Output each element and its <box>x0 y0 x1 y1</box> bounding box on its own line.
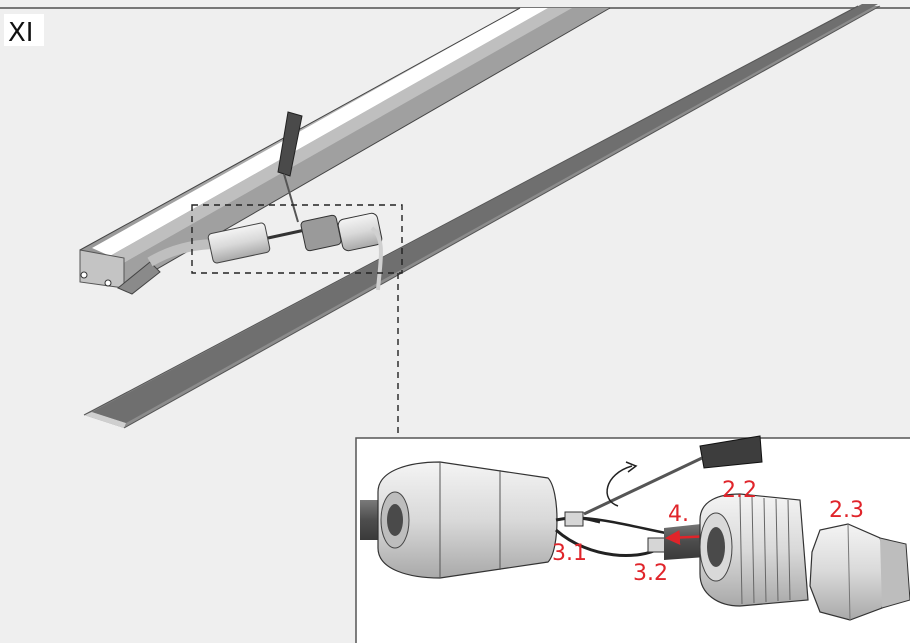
section-label-bg <box>4 14 44 46</box>
step-label-3-1: 3.1 <box>552 541 587 566</box>
terminal-3-2 <box>647 537 667 553</box>
flat-profile <box>83 4 881 429</box>
section-label: XI <box>8 18 33 48</box>
screwdriver-icon <box>277 111 303 223</box>
step-label-3-2: 3.2 <box>633 561 668 586</box>
screw-icon <box>104 279 112 287</box>
step-label-2-2: 2.2 <box>722 478 757 503</box>
step-label-2-3: 2.3 <box>829 498 864 523</box>
profile-connector <box>147 212 383 291</box>
screw-icon <box>80 271 88 279</box>
zoom-frame <box>191 204 403 274</box>
threaded-insert <box>699 493 809 607</box>
screwdriver-detail-icon <box>699 435 763 469</box>
cap-nut <box>809 523 910 621</box>
terminal-3-1 <box>564 511 584 527</box>
step-label-4: 4. <box>668 502 689 527</box>
gland-nut-left <box>377 461 558 579</box>
rotate-arrow-icon <box>606 465 633 507</box>
detail-inset <box>355 435 910 643</box>
led-profile <box>79 7 611 295</box>
